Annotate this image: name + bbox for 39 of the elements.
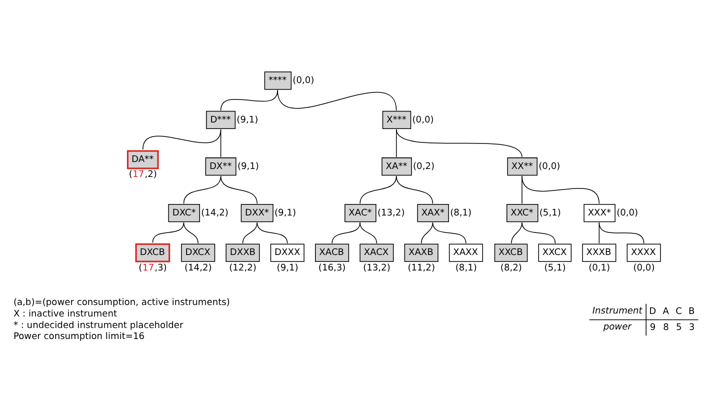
label: Instrument <box>592 306 642 316</box>
node-label: (14,2) <box>201 208 228 218</box>
node-label: (5,1) <box>544 263 566 274</box>
node-label: (11,2) <box>408 263 436 274</box>
label: A <box>662 307 669 318</box>
label: (a,b)=(power consumption, active instruments) <box>13 298 230 308</box>
label: C <box>676 307 682 318</box>
node-label: (0,0) <box>633 263 655 274</box>
node-label: (8,1) <box>455 263 477 274</box>
node-label: (0,0) <box>412 115 434 126</box>
node-label: (0,0) <box>292 76 314 86</box>
node-label: (17,2) <box>128 170 157 180</box>
node-label: (8,1) <box>450 208 472 218</box>
node-label: (0,1) <box>588 263 610 274</box>
node-label: (16,3) <box>318 263 346 274</box>
node-label: (9,1) <box>274 208 296 218</box>
label: B <box>688 307 695 318</box>
label: 9 <box>650 323 656 334</box>
label: 8 <box>663 323 669 334</box>
label: power <box>603 322 632 332</box>
label: 5 <box>676 323 682 334</box>
node-label: (14,2) <box>184 263 212 274</box>
node-label: (13,2) <box>363 263 390 274</box>
label: D <box>649 307 656 318</box>
node-label: (8,2) <box>500 263 522 274</box>
node-label: (13,2) <box>377 208 405 218</box>
node-label: (0,0) <box>616 208 638 218</box>
node-label: (9,1) <box>276 263 298 274</box>
label: 3 <box>688 323 695 334</box>
node-label: (9,1) <box>237 162 259 172</box>
node-label: (9,1) <box>236 115 258 126</box>
node-label: (17,3) <box>138 263 167 274</box>
label: Power consumption limit=16 <box>13 332 145 342</box>
label: X : inactive instrument <box>13 309 118 320</box>
label: * : undecided instrument placeholder <box>13 320 184 331</box>
node-label: (12,2) <box>229 263 256 274</box>
node-label: (5,1) <box>539 208 561 218</box>
node-label: (0,0) <box>538 162 560 172</box>
node-label: (0,2) <box>413 162 435 172</box>
